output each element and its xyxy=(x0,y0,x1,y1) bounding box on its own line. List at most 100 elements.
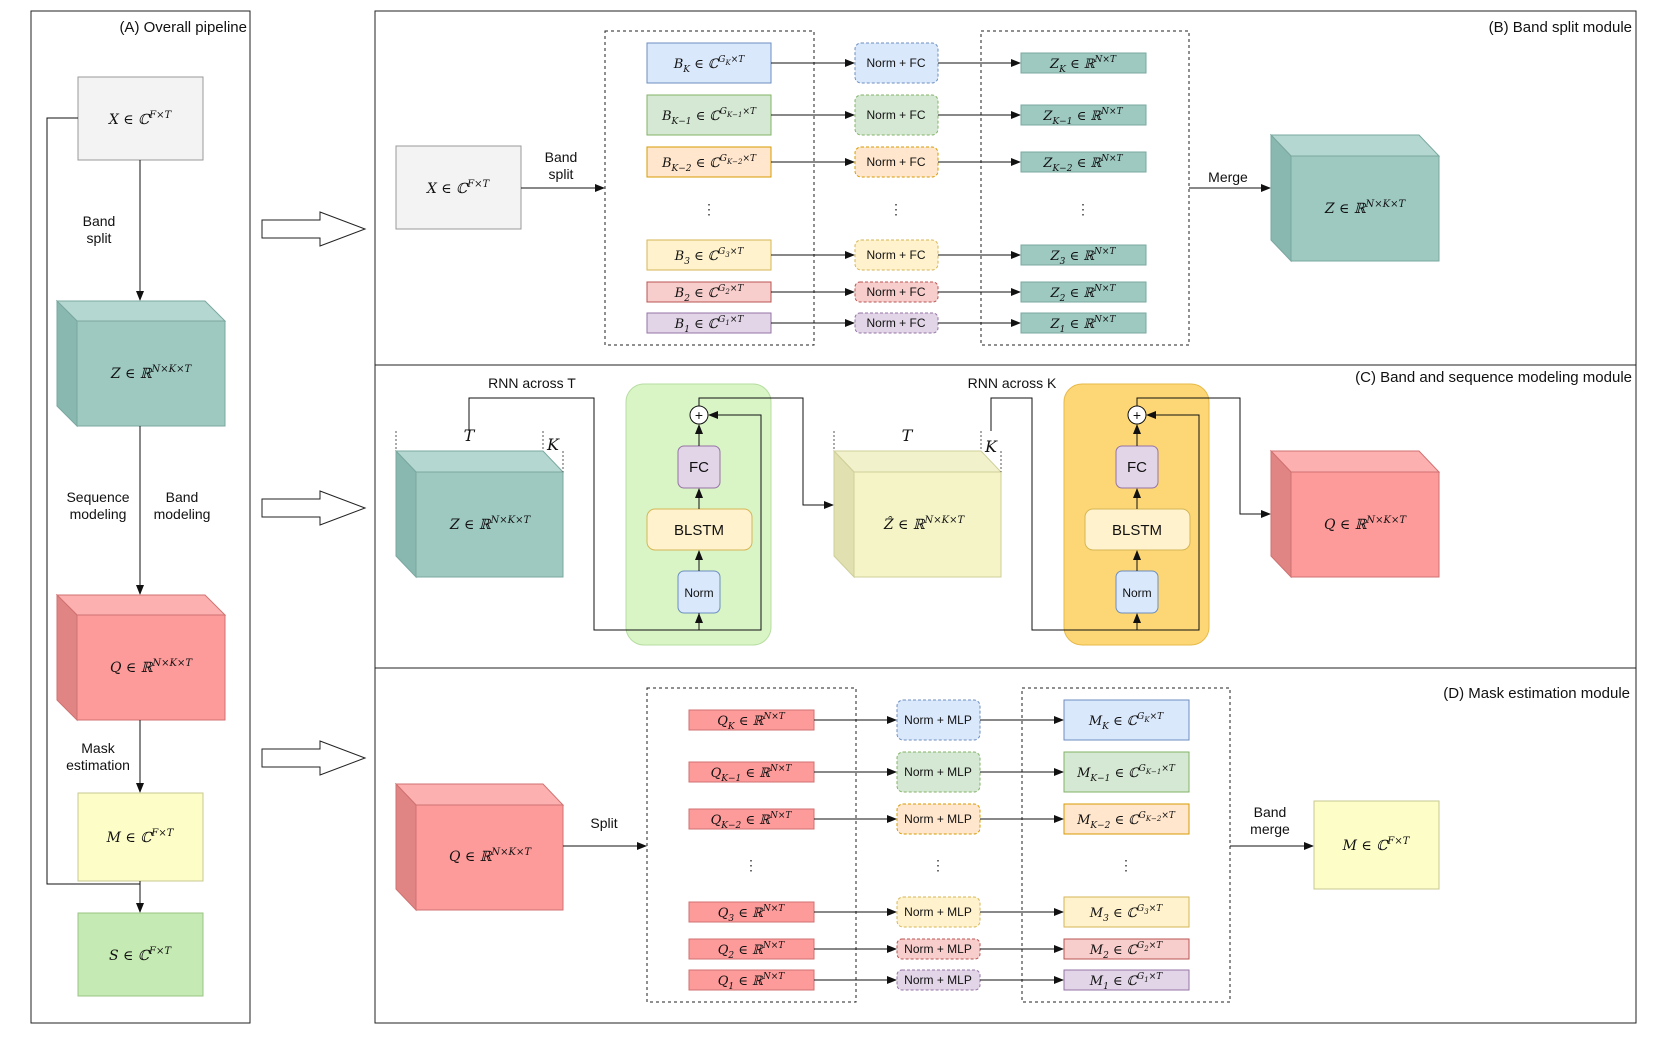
norm-fc-k1-label: Norm + FC xyxy=(866,108,925,122)
sequence-output-cube xyxy=(1269,449,1441,579)
norm-mlp-3 xyxy=(896,896,981,928)
band-merge-label-l2: merge xyxy=(1250,821,1290,837)
path-z-to-norm1 xyxy=(468,397,699,631)
band-split-output-cube xyxy=(1269,133,1441,263)
norm-fc-2-label: Norm + FC xyxy=(866,285,925,299)
panel-a-frame xyxy=(30,10,251,1024)
mask-output-box xyxy=(1313,800,1440,890)
pipeline-s-box xyxy=(77,912,204,997)
pipeline-band-l2: modeling xyxy=(154,506,211,522)
band-split-output-group xyxy=(980,30,1190,346)
sequence-middle-cube xyxy=(832,449,1003,579)
panel-d-frame xyxy=(374,667,1637,1024)
panel-d-title: (D) Mask estimation module xyxy=(1443,685,1630,702)
axis-t-label-1: T xyxy=(464,426,476,445)
axis-k-label-1: K xyxy=(546,435,560,454)
band-merge-label-l1: Band xyxy=(1254,804,1287,820)
mask-output-2 xyxy=(1063,938,1190,960)
mask-output-k2 xyxy=(1063,803,1190,835)
band-input-k1 xyxy=(646,94,772,136)
fc-label-2: FC xyxy=(1127,459,1147,476)
path-zhat-to-norm2 xyxy=(990,397,1137,631)
norm-label-1: Norm xyxy=(684,586,713,600)
norm-fc-k2-label: Norm + FC xyxy=(866,155,925,169)
panel-b: X ∈ ℂF×T Band split BK ∈ ℂGK×T Norm + FC… xyxy=(395,30,1441,346)
band-split-label-l1: Band xyxy=(545,149,578,165)
panel-a-title: (A) Overall pipeline xyxy=(119,19,247,36)
pipeline-seq-l2: modeling xyxy=(70,506,127,522)
band-input-ellipsis: ⋮ xyxy=(702,201,716,217)
hollow-arrow-b xyxy=(261,211,367,247)
panel-a: X ∈ ℂF×T Band split Z ∈ ℝN×K×T Sequence … xyxy=(46,76,227,997)
sequence-input-cube xyxy=(394,449,565,579)
skip-x-to-s xyxy=(46,117,140,885)
axis-k-label-2: K xyxy=(984,437,998,456)
mask-input-1-label: Q1 ∈ ℝN×T xyxy=(718,972,786,992)
band-output-k1 xyxy=(1020,104,1147,126)
blstm-label-1: BLSTM xyxy=(674,522,724,539)
arrow-add2-to-q xyxy=(1136,397,1271,518)
norm-fc-3 xyxy=(854,239,939,271)
hollow-arrow-c xyxy=(261,490,367,526)
norm-fc-k-label: Norm + FC xyxy=(866,56,925,70)
band-split-input-box xyxy=(395,145,522,230)
band-split-label-l2: split xyxy=(549,166,574,182)
norm-label-2: Norm xyxy=(1122,586,1151,600)
pipeline-band-split-l2: split xyxy=(87,230,112,246)
band-output-k xyxy=(1020,52,1147,74)
panel-c-title: (C) Band and sequence modeling module xyxy=(1355,369,1632,386)
pipeline-x-box xyxy=(77,76,204,161)
panel-d: Q ∈ ℝN×K×T Split QK ∈ ℝN×T Norm + MLP MK… xyxy=(394,687,1440,1003)
pipeline-band-l1: Band xyxy=(166,489,199,505)
panel-c: RNN across T RNN across K Z ∈ ℝN×K×T T K… xyxy=(394,375,1441,646)
band-input-k xyxy=(646,42,772,84)
band-output-1 xyxy=(1020,312,1147,334)
norm-mlp-3-label: Norm + MLP xyxy=(904,905,972,919)
merge-label: Merge xyxy=(1208,169,1248,185)
mask-input-group xyxy=(646,687,857,1003)
norm-mlp-2-label: Norm + MLP xyxy=(904,942,972,956)
norm-fc-3-label: Norm + FC xyxy=(866,248,925,262)
pipeline-z-cube xyxy=(55,299,227,428)
rnn-across-k-label: RNN across K xyxy=(968,375,1057,391)
norm-mlp-1-label: Norm + MLP xyxy=(904,973,972,987)
residual-2 xyxy=(1137,411,1200,631)
norm-mlp-k2-label: Norm + MLP xyxy=(904,812,972,826)
mask-input-k-label: QK ∈ ℝN×T xyxy=(717,712,786,732)
band-op-ellipsis: ⋮ xyxy=(889,201,903,217)
mask-output-3 xyxy=(1063,896,1190,928)
mask-split-label: Split xyxy=(590,815,617,831)
residual-1 xyxy=(699,411,762,631)
panel-b-title: (B) Band split module xyxy=(1489,19,1632,36)
panel-c-frame xyxy=(374,364,1637,669)
mask-output-k1 xyxy=(1063,751,1190,793)
band-output-ellipsis: ⋮ xyxy=(1076,201,1090,217)
norm-mlp-k1-label: Norm + MLP xyxy=(904,765,972,779)
arrow-add1-to-zhat xyxy=(698,397,834,509)
mask-input-cube xyxy=(394,782,565,912)
mask-output-1 xyxy=(1063,969,1190,991)
band-input-k2 xyxy=(646,146,772,178)
norm-mlp-k xyxy=(896,699,981,741)
norm-mlp-k-label: Norm + MLP xyxy=(904,713,972,727)
norm-mlp-k1 xyxy=(896,751,981,793)
rnn-across-t-label: RNN across T xyxy=(488,375,576,391)
mask-output-k xyxy=(1063,699,1190,741)
norm-fc-1-label: Norm + FC xyxy=(866,316,925,330)
band-input-3 xyxy=(646,239,772,271)
pipeline-mask-l1: Mask xyxy=(81,740,115,756)
band-output-2 xyxy=(1020,281,1147,303)
pipeline-mask-l2: estimation xyxy=(66,757,130,773)
norm-fc-k2 xyxy=(854,146,939,178)
band-output-k2 xyxy=(1020,151,1147,173)
add-label-2: + xyxy=(1133,407,1141,423)
norm-fc-k xyxy=(854,42,939,84)
pipeline-seq-l1: Sequence xyxy=(66,489,129,505)
norm-mlp-k2 xyxy=(896,803,981,835)
band-split-input-group xyxy=(604,30,815,346)
mask-output-ellipsis: ⋮ xyxy=(1119,857,1133,873)
pipeline-q-cube xyxy=(55,593,227,722)
pipeline-band-split-l1: Band xyxy=(83,213,116,229)
band-output-3 xyxy=(1020,244,1147,266)
